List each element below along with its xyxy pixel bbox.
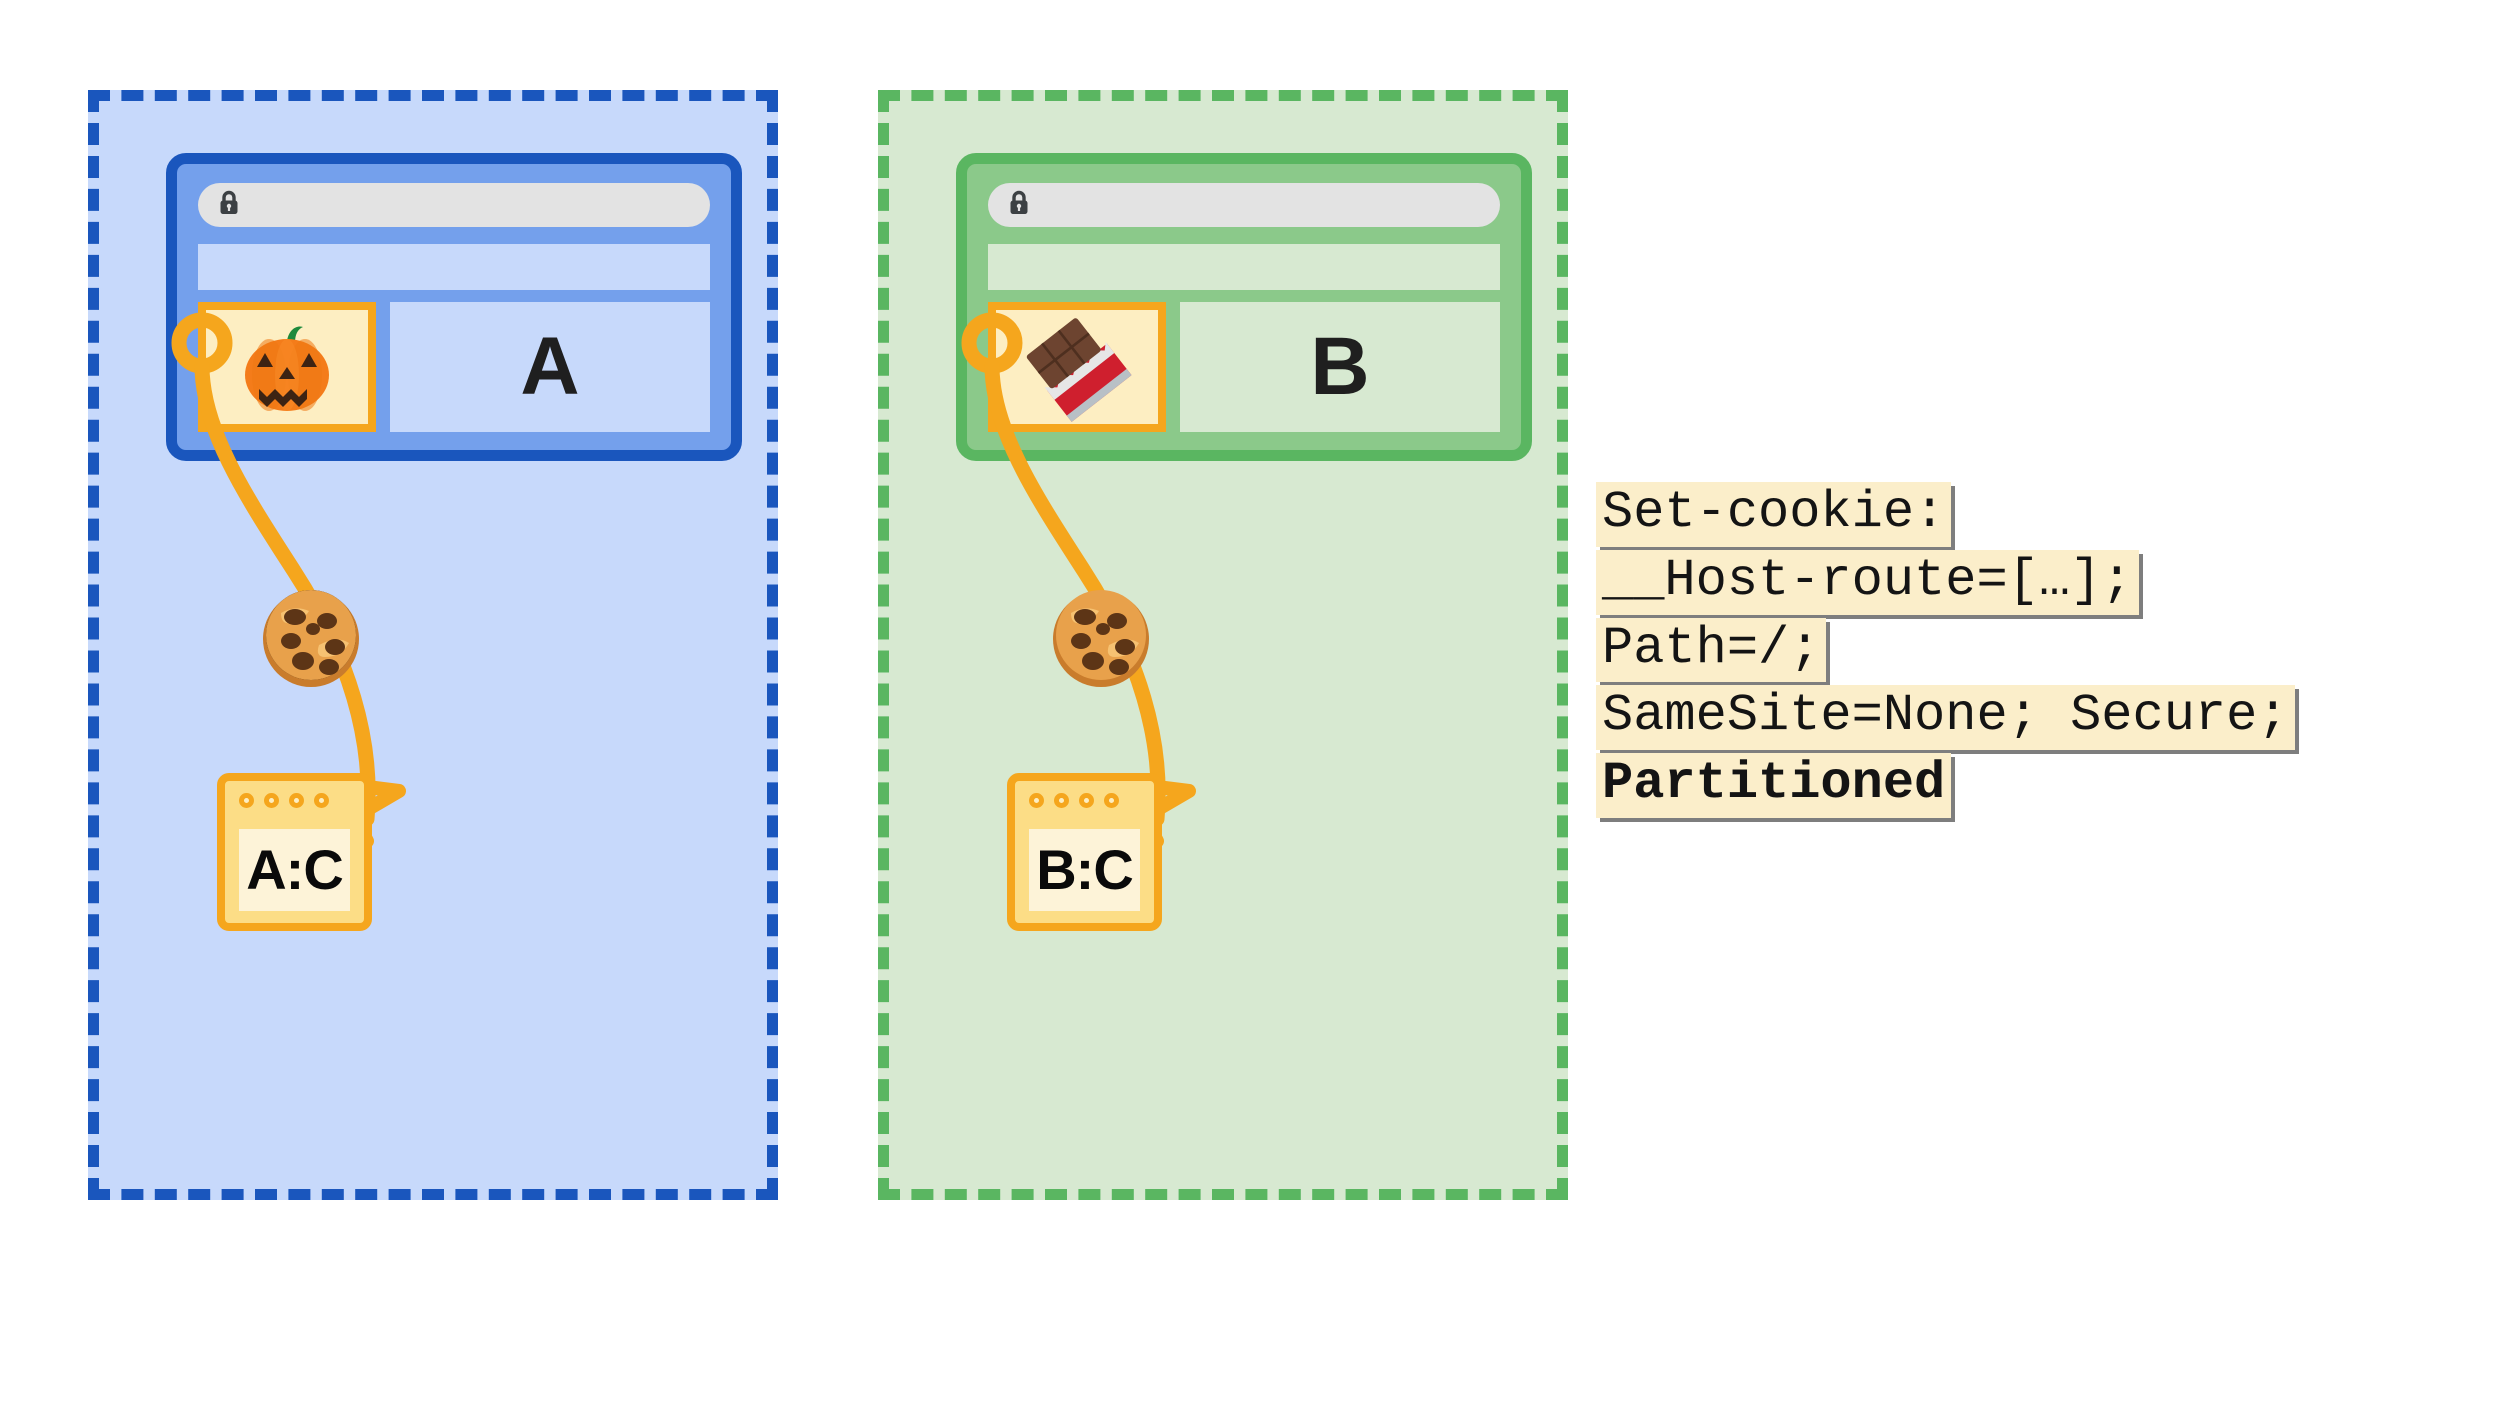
lock-icon <box>216 189 242 222</box>
code-line-2: Path=/; <box>1596 617 1827 683</box>
storage-dots-a <box>239 793 329 808</box>
cookie-icon <box>1053 590 1149 687</box>
cookie-icon-a <box>251 579 371 699</box>
code-line-1: __Host-route=[…]; <box>1596 549 2139 615</box>
first-party-content-a: A <box>390 302 710 432</box>
browser-window-a: A <box>166 153 742 461</box>
code-line-4: Partitioned <box>1596 753 1952 818</box>
partition-a-container: A <box>88 90 778 1200</box>
storage-dot <box>1029 793 1044 808</box>
set-cookie-header-block: Set-cookie: __Host-route=[…]; Path=/; Sa… <box>1596 482 2476 821</box>
partitioned-storage-b: B:C <box>1007 773 1162 931</box>
storage-body-b: B:C <box>1029 829 1140 911</box>
third-party-embed-b[interactable] <box>988 302 1166 432</box>
site-letter-b: B <box>1310 321 1370 412</box>
storage-dot <box>289 793 304 808</box>
storage-dot <box>314 793 329 808</box>
cookie-icon <box>263 590 359 687</box>
cookie-icon-b <box>1041 579 1161 699</box>
code-line-3: SameSite=None; Secure; <box>1596 685 2295 750</box>
third-party-embed-a[interactable] <box>198 302 376 432</box>
storage-dots-b <box>1029 793 1119 808</box>
chocolate-bar-icon <box>1021 311 1133 423</box>
storage-key-a: A:C <box>246 838 344 901</box>
first-party-content-b: B <box>1180 302 1500 432</box>
content-strip-b <box>988 244 1500 290</box>
address-bar-a[interactable] <box>198 183 710 227</box>
content-strip-a <box>198 244 710 290</box>
lock-icon <box>1006 189 1032 222</box>
address-bar-b[interactable] <box>988 183 1500 227</box>
storage-dot <box>1054 793 1069 808</box>
storage-body-a: A:C <box>239 829 350 911</box>
jack-o-lantern-icon <box>231 311 343 423</box>
browser-window-b: B <box>956 153 1532 461</box>
storage-dot <box>1104 793 1119 808</box>
site-letter-a: A <box>520 321 580 412</box>
storage-dot <box>239 793 254 808</box>
storage-dot <box>1079 793 1094 808</box>
partition-b-container: B <box>878 90 1568 1200</box>
code-line-0: Set-cookie: <box>1596 482 1952 547</box>
partitioned-storage-a: A:C <box>217 773 372 931</box>
storage-key-b: B:C <box>1036 838 1134 901</box>
storage-dot <box>264 793 279 808</box>
